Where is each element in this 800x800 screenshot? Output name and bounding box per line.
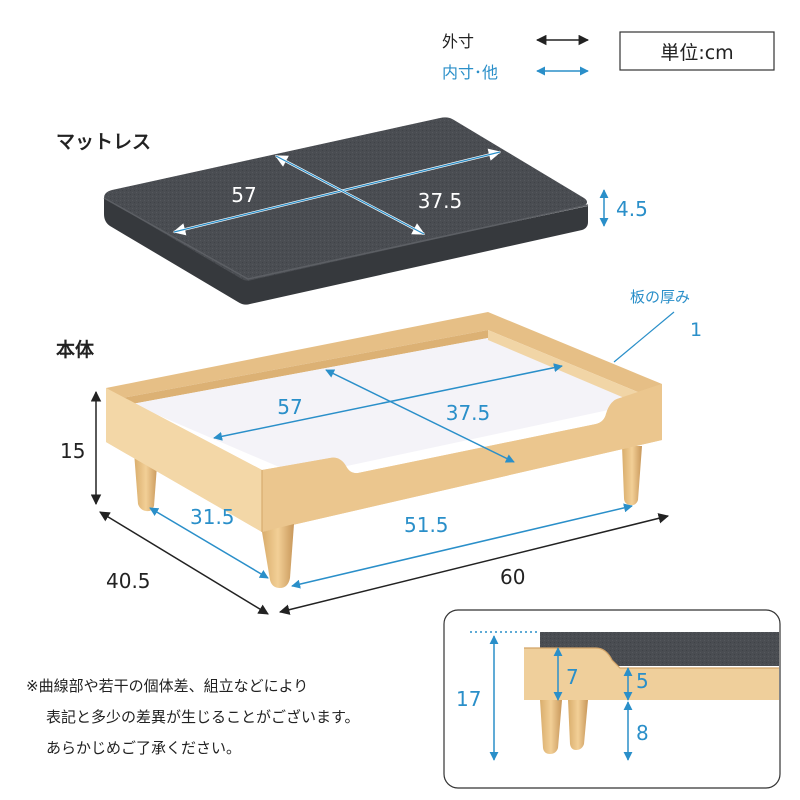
detail-frame-height-label: 7 [566, 665, 579, 689]
frame-inner-width-arrow [325, 369, 515, 463]
leg-span-width-label: 51.5 [404, 513, 449, 537]
frame-width-arrow [278, 513, 670, 615]
detail-leg-back [568, 700, 588, 750]
mattress-title: マットレス [56, 131, 151, 153]
mattress-section: マットレス 57 37.5 4.5 [56, 117, 648, 305]
mattress-length-label: 57 [231, 183, 256, 207]
frame-section: 本体 57 37.5 板の厚み 1 15 40.5 [56, 288, 702, 615]
frame-depth-label: 40.5 [106, 569, 151, 593]
frame-title: 本体 [56, 338, 95, 361]
detail-inset: 17 7 5 8 [443, 609, 781, 789]
board-thickness-leader [613, 311, 675, 363]
disclaimer-line-1: ※曲線部や若干の個体差、組立などにより [26, 677, 309, 695]
frame-width-label: 60 [500, 565, 525, 589]
mattress-width-arrow-blue [275, 155, 425, 235]
mattress-front-face [104, 198, 588, 305]
legend-inner-label: 内寸･他 [442, 63, 498, 82]
unit-label: 単位:cm [660, 42, 733, 64]
detail-frame-side [524, 648, 779, 700]
unit-box [619, 31, 775, 71]
frame-right-wall [488, 330, 662, 408]
detail-leg-front [540, 700, 562, 754]
frame-left-face [106, 388, 262, 532]
mattress-thickness-label: 4.5 [616, 197, 648, 221]
leg-span-depth-arrow [149, 507, 269, 579]
leg-span-depth-label: 31.5 [190, 505, 235, 529]
disclaimer-line-3: あらかじめご了承ください。 [46, 739, 242, 757]
disclaimer-line-2: 表記と多少の差異が生じることがございます。 [46, 708, 360, 726]
detail-total-height-label: 17 [456, 687, 481, 711]
board-thickness-value: 1 [690, 319, 702, 341]
detail-inner-height-label: 5 [636, 669, 649, 693]
frame-inner-width-label: 37.5 [446, 401, 491, 425]
board-thickness-title: 板の厚み [630, 288, 690, 306]
frame-back-leg-right [622, 446, 642, 506]
leg-span-width-arrow [291, 503, 633, 589]
mattress-width-label: 37.5 [418, 189, 463, 213]
legend-outer-label: 外寸 [442, 32, 474, 51]
detail-frame-edge [524, 647, 779, 669]
frame-inner-length-label: 57 [277, 395, 302, 419]
legend: 外寸 内寸･他 単位:cm [442, 31, 775, 82]
frame-front-leg-left [262, 524, 294, 588]
detail-leg-height-label: 8 [636, 721, 649, 745]
frame-back-wall [106, 312, 662, 402]
frame-height-label: 15 [60, 439, 85, 463]
